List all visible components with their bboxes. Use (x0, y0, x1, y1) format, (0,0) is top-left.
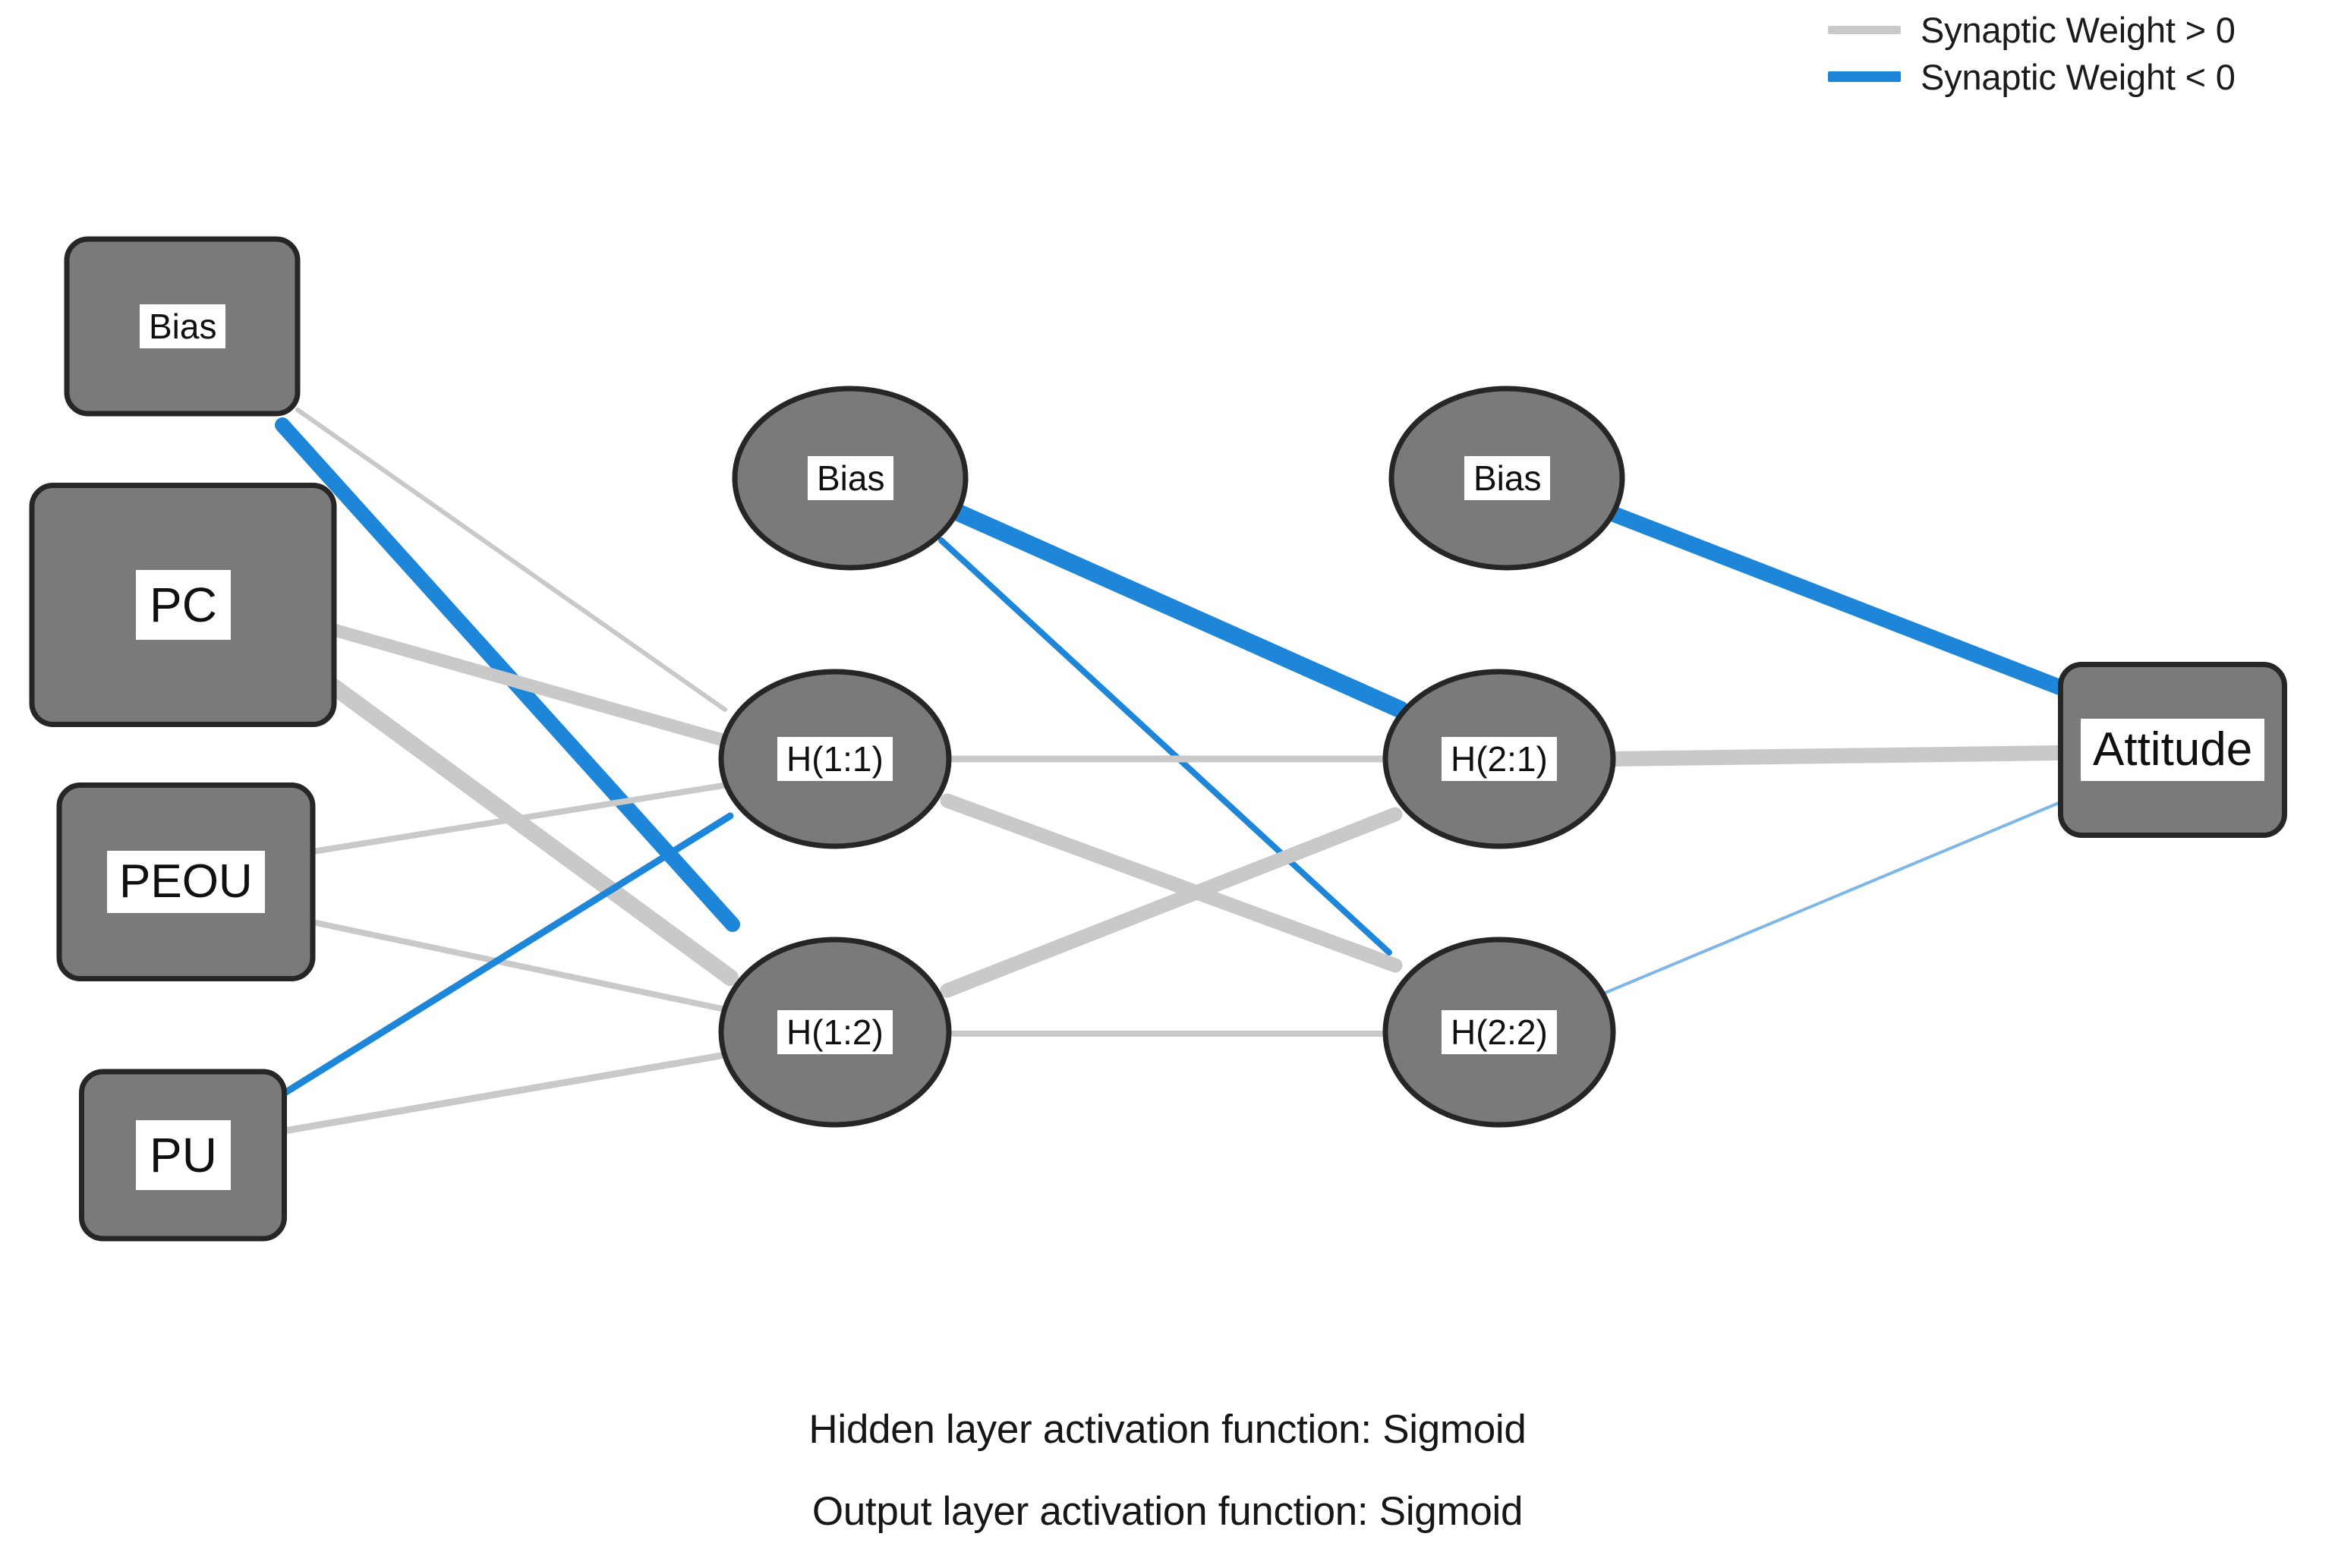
output-activation-caption: Output layer activation function: Sigmoi… (811, 1489, 1524, 1534)
edge-in_pc-to-h1_2 (326, 679, 739, 986)
edge-in_peou-to-h1_2 (310, 919, 728, 1012)
edge-h1_bias-to-h2_2 (938, 537, 1392, 956)
legend-item-positive: Synaptic Weight > 0 (1828, 6, 2314, 53)
node-label-h2_bias: Bias (1464, 456, 1551, 500)
node-label-h2_1: H(2:1) (1442, 737, 1557, 781)
legend-label-negative: Synaptic Weight < 0 (1921, 56, 2236, 97)
legend-label-positive: Synaptic Weight > 0 (1921, 9, 2236, 50)
edges-group (275, 408, 2067, 1135)
legend: Synaptic Weight > 0 Synaptic Weight < 0 (1828, 6, 2314, 100)
hidden-activation-caption: Hidden layer activation function: Sigmoi… (808, 1407, 1527, 1452)
node-label-h2_2: H(2:2) (1442, 1010, 1557, 1054)
edge-h1_bias-to-h2_1 (944, 501, 1410, 719)
edge-h2_1-to-out_attitude (1603, 745, 2066, 767)
edge-in_pc-to-h1_1 (327, 623, 729, 747)
node-label-h1_bias: Bias (808, 456, 894, 500)
edge-h2_2-to-out_attitude (1600, 801, 2060, 996)
legend-swatch-positive-icon (1828, 25, 1901, 34)
edge-in_pu-to-h1_2 (281, 1051, 729, 1135)
edge-h2_bias-to-out_attitude (1595, 502, 2067, 695)
edge-in_bias-to-h1_1 (295, 408, 727, 712)
node-label-h1_1: H(1:1) (777, 737, 893, 781)
edge-h1_2-to-h2_1 (940, 807, 1403, 998)
node-label-in_peou: PEOU (107, 851, 265, 913)
legend-item-negative: Synaptic Weight < 0 (1828, 53, 2314, 100)
node-label-h1_2: H(1:2) (777, 1010, 893, 1054)
edge-h1_1-to-h2_2 (940, 793, 1403, 973)
activation-captions: Hidden layer activation function: Sigmoi… (0, 1389, 2335, 1553)
node-label-in_bias: Bias (140, 304, 226, 348)
node-label-in_pu: PU (136, 1120, 231, 1190)
legend-swatch-negative-icon (1828, 71, 1901, 82)
node-label-in_pc: PC (136, 570, 231, 640)
node-label-out_attitude: Attitude (2081, 719, 2265, 781)
edge-in_peou-to-h1_1 (310, 782, 726, 855)
edge-in_pu-to-h1_1 (281, 812, 734, 1097)
